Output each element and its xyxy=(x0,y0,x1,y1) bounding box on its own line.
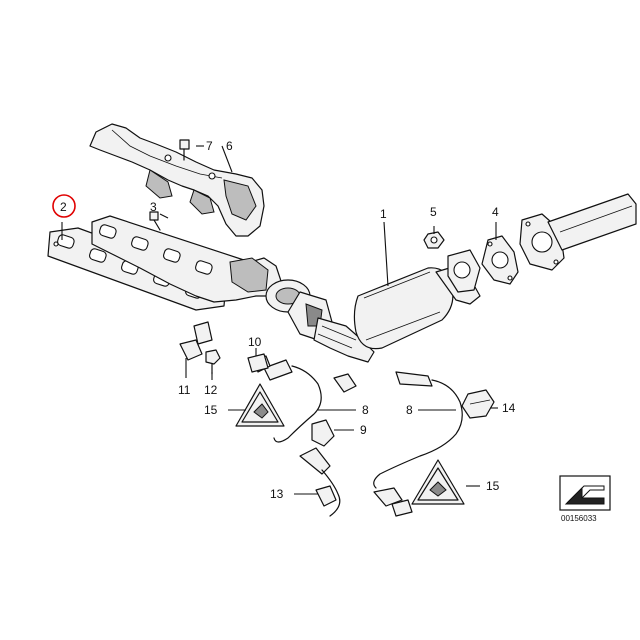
nut-5[interactable] xyxy=(423,231,445,249)
callout-1[interactable]: 1 xyxy=(380,207,387,221)
callout-15a[interactable]: 15 xyxy=(204,403,218,417)
reference-code: 00156033 xyxy=(561,514,597,523)
flange-gasket-4[interactable] xyxy=(481,235,519,285)
sensor-connector-8b[interactable] xyxy=(373,487,413,517)
nut-12[interactable] xyxy=(205,349,221,375)
exhaust-pipe-rear[interactable] xyxy=(519,193,637,271)
oxygen-sensor-rear[interactable] xyxy=(373,371,463,489)
callout-11[interactable]: 11 xyxy=(178,383,191,397)
callout-12[interactable]: 12 xyxy=(204,383,218,397)
sensor-connector-13[interactable] xyxy=(299,447,341,517)
bolt-7[interactable] xyxy=(179,139,190,161)
callout-3[interactable]: 3 xyxy=(150,200,157,214)
callout-10[interactable]: 10 xyxy=(248,335,262,349)
sensor-clip[interactable] xyxy=(333,373,357,393)
exhaust-pipe-front[interactable] xyxy=(313,317,375,363)
exhaust-manifold[interactable] xyxy=(91,215,333,341)
bracket-11[interactable] xyxy=(179,321,213,361)
callout-8a[interactable]: 8 xyxy=(362,403,369,417)
callout-13[interactable]: 13 xyxy=(270,487,284,501)
heat-shield[interactable] xyxy=(89,123,265,237)
clamp-14[interactable] xyxy=(461,389,495,419)
callout-7[interactable]: 7 xyxy=(206,139,213,153)
callout-2[interactable]: 2 xyxy=(60,200,67,214)
connecting-flange[interactable] xyxy=(447,249,481,293)
highlight-circle xyxy=(52,194,76,218)
warning-label-15a[interactable] xyxy=(235,383,285,427)
connector-10[interactable] xyxy=(247,353,269,373)
reference-icon-box xyxy=(559,475,611,511)
stud-3[interactable] xyxy=(149,211,161,231)
callout-6[interactable]: 6 xyxy=(226,139,233,153)
callout-14[interactable]: 14 xyxy=(502,401,516,415)
holder-9[interactable] xyxy=(311,419,335,447)
callout-4[interactable]: 4 xyxy=(492,205,499,219)
callout-15b[interactable]: 15 xyxy=(486,479,500,493)
leader-lines xyxy=(61,145,498,495)
callout-9[interactable]: 9 xyxy=(360,423,367,437)
warning-label-15b[interactable] xyxy=(411,459,465,505)
callout-8b[interactable]: 8 xyxy=(406,403,413,417)
callout-5[interactable]: 5 xyxy=(430,205,437,219)
